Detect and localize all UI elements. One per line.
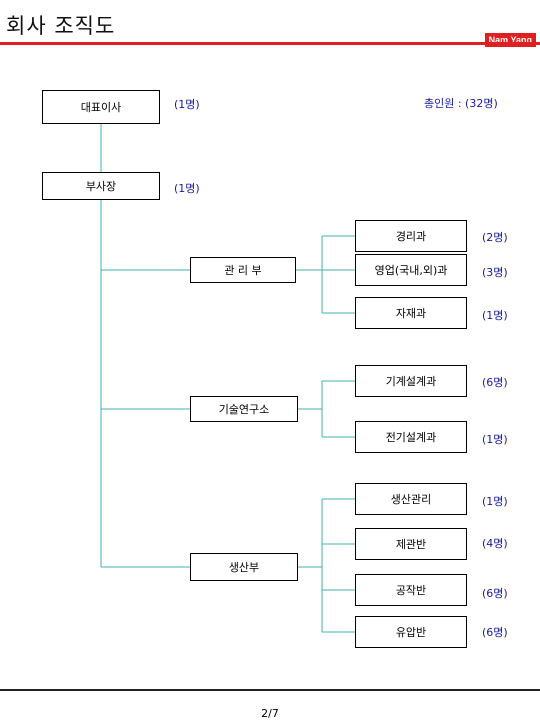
team-count: (1명) — [482, 433, 508, 446]
team-count: (3명) — [482, 266, 508, 279]
total-headcount: 총인원 : (32명) — [424, 97, 498, 110]
team-count: (6명) — [482, 376, 508, 389]
team-count: (2명) — [482, 231, 508, 244]
team-label: 제관반 — [395, 538, 427, 551]
team-label: 유압반 — [395, 626, 427, 639]
team-count: (6명) — [482, 626, 508, 639]
team-label: 경리과 — [395, 230, 427, 243]
team-count: (4명) — [482, 537, 508, 550]
team-box: 유압반 — [355, 616, 467, 648]
team-count: (1명) — [482, 495, 508, 508]
footer-divider — [0, 689, 540, 691]
team-box: 생산관리 — [355, 483, 467, 515]
team-box: 전기설계과 — [355, 421, 467, 453]
ceo-label: 대표이사 — [80, 101, 122, 114]
team-box: 경리과 — [355, 220, 467, 252]
page-number: 2/7 — [261, 707, 279, 720]
page-title: 회사 조직도 — [6, 14, 116, 38]
team-count: (6명) — [482, 587, 508, 600]
team-label: 기계설계과 — [385, 375, 437, 388]
team-box: 자재과 — [355, 297, 467, 329]
team-count: (1명) — [482, 309, 508, 322]
vp-label: 부사장 — [85, 180, 117, 193]
team-box: 영업(국내,외)과 — [355, 254, 467, 286]
team-label: 자재과 — [395, 307, 427, 320]
admin-dept-label: 관 리 부 — [224, 264, 262, 277]
production-dept-box: 생산부 — [190, 553, 298, 581]
team-label: 공작반 — [395, 584, 427, 597]
research-dept-label: 기술연구소 — [218, 403, 270, 416]
production-dept-label: 생산부 — [228, 561, 260, 574]
admin-dept-box: 관 리 부 — [190, 257, 296, 283]
team-label: 영업(국내,외)과 — [374, 264, 448, 277]
team-box: 기계설계과 — [355, 365, 467, 397]
header-divider — [0, 42, 540, 45]
team-label: 전기설계과 — [385, 431, 437, 444]
team-label: 생산관리 — [390, 493, 432, 506]
ceo-count: (1명) — [174, 98, 200, 111]
team-box: 공작반 — [355, 574, 467, 606]
ceo-box: 대표이사 — [42, 90, 160, 124]
vp-box: 부사장 — [42, 172, 160, 200]
team-box: 제관반 — [355, 528, 467, 560]
research-dept-box: 기술연구소 — [190, 396, 298, 422]
vp-count: (1명) — [174, 182, 200, 195]
